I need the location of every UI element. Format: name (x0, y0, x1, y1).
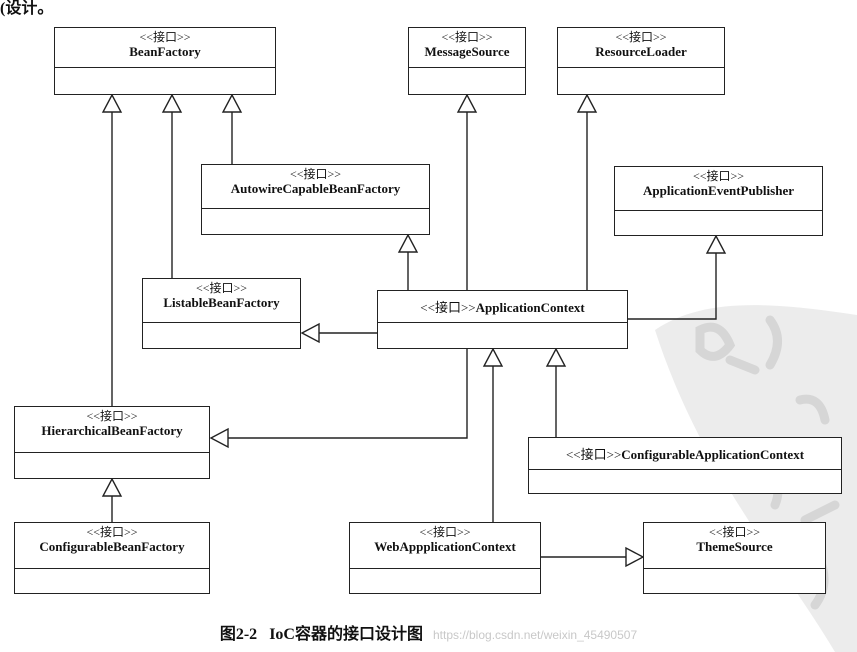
interface-name: ThemeSource (696, 539, 773, 554)
interface-name: ApplicationEventPublisher (643, 183, 794, 198)
arrowhead-right (625, 546, 645, 568)
edge-appctx-to-eventpublisher (628, 253, 717, 320)
interface-box-configurablebeanfactory: <<接口>> ConfigurableBeanFactory (14, 522, 210, 594)
stereotype-label: <<接口>> (289, 167, 342, 181)
arrowhead-left (300, 322, 320, 344)
interface-box-listablebeanfactory: <<接口>> ListableBeanFactory (142, 278, 301, 349)
interface-name: ConfigurableApplicationContext (621, 447, 805, 462)
stereotype-label: <<接口>> (692, 169, 745, 183)
stereotype-label: <<接口>> (419, 525, 471, 539)
arrowhead-left (209, 427, 229, 449)
stereotype-label: <<接口>> (139, 30, 191, 44)
connector-lines (111, 112, 717, 558)
caption-figure-number: 图2-2 (219, 626, 258, 643)
stereotype-label: <<接口>> (86, 525, 138, 539)
caption-title: IoC容器的接口设计图 (269, 626, 423, 643)
watermark-url: https://blog.csdn.net/weixin_45490507 (432, 628, 638, 642)
interface-box-applicationeventpublisher: <<接口>> ApplicationEventPublisher (614, 166, 823, 236)
interface-box-webapplicationcontext: <<接口>> WebAppplicationContext (349, 522, 541, 594)
interface-name: BeanFactory (129, 44, 201, 59)
interface-box-applicationcontext: <<接口>>ApplicationContext (377, 290, 628, 349)
arrowhead-up (161, 93, 183, 113)
arrowhead-up (221, 93, 243, 113)
arrowhead-up (705, 234, 727, 254)
interface-name: WebAppplicationContext (374, 539, 516, 554)
stereotype-label: <<接口>> (86, 409, 138, 423)
stereotype-label: <<接口>> (708, 525, 761, 539)
cropped-top-text: (设计。 (0, 0, 54, 17)
arrowhead-up (482, 347, 504, 367)
interface-name: ListableBeanFactory (163, 295, 280, 310)
interface-name: ConfigurableBeanFactory (39, 539, 185, 554)
stereotype-label: <<接口>> (420, 300, 476, 315)
interface-box-hierarchicalbeanfactory: <<接口>> HierarchicalBeanFactory (14, 406, 210, 479)
interface-name: MessageSource (424, 44, 510, 59)
stereotype-label: <<接口>> (195, 281, 248, 295)
arrowhead-up (456, 93, 478, 113)
inheritance-arrowheads (101, 93, 727, 568)
interface-box-beanfactory: <<接口>> BeanFactory (54, 27, 276, 95)
interface-box-messagesource: <<接口>> MessageSource (408, 27, 526, 95)
stereotype-label: <<接口>> (565, 447, 622, 462)
arrowhead-up (397, 233, 419, 253)
figure-caption: 图2-2 IoC容器的接口设计图 https://blog.csdn.net/w… (0, 620, 857, 644)
interface-name: HierarchicalBeanFactory (41, 423, 183, 438)
arrowhead-up (101, 477, 123, 497)
edge-appctx-to-hierarchical (228, 348, 468, 439)
interface-box-configurableapplicationcontext: <<接口>>ConfigurableApplicationContext (528, 437, 842, 494)
stereotype-label: <<接口>> (441, 30, 493, 44)
arrowhead-up (101, 93, 123, 113)
interface-box-themesource: <<接口>> ThemeSource (643, 522, 826, 594)
arrowhead-up (576, 93, 598, 113)
interface-name: ApplicationContext (475, 300, 585, 315)
arrowhead-up (545, 347, 567, 367)
interface-box-resourceloader: <<接口>> ResourceLoader (557, 27, 725, 95)
interface-box-autowirecapablebeanfactory: <<接口>> AutowireCapableBeanFactory (201, 164, 430, 235)
stereotype-label: <<接口>> (615, 30, 667, 44)
interface-name: AutowireCapableBeanFactory (230, 181, 401, 196)
interface-name: ResourceLoader (595, 44, 687, 59)
